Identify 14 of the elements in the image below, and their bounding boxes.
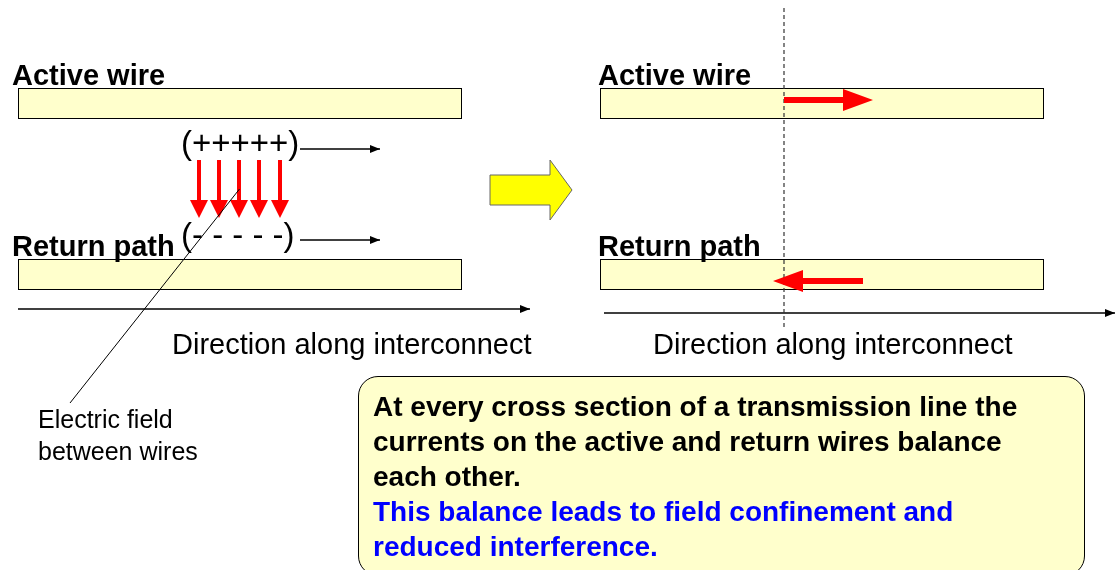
wire-label: Active wire [598,60,752,90]
callout-box [358,376,1085,570]
wire-label: Return path [12,231,175,261]
axis-label: Direction along interconnect [172,328,532,361]
wire-label: Active wire [12,60,166,90]
annotation-text: Electric field between wires [38,403,238,467]
wire-label: Return path [598,231,761,261]
callout-text: At every cross section of a transmission line the currents on the active and return wires balance each other. [373,390,1019,494]
axis-label: Direction along interconnect [653,328,1013,361]
charge-signs: (- - - - -) [181,216,295,253]
leader-line [69,188,240,404]
electric-field-arrows-drawing [190,160,289,218]
charge-signs: (+++++) [181,124,300,161]
callout-text: This balance leads to field confinement and reduced interference. [373,495,955,564]
